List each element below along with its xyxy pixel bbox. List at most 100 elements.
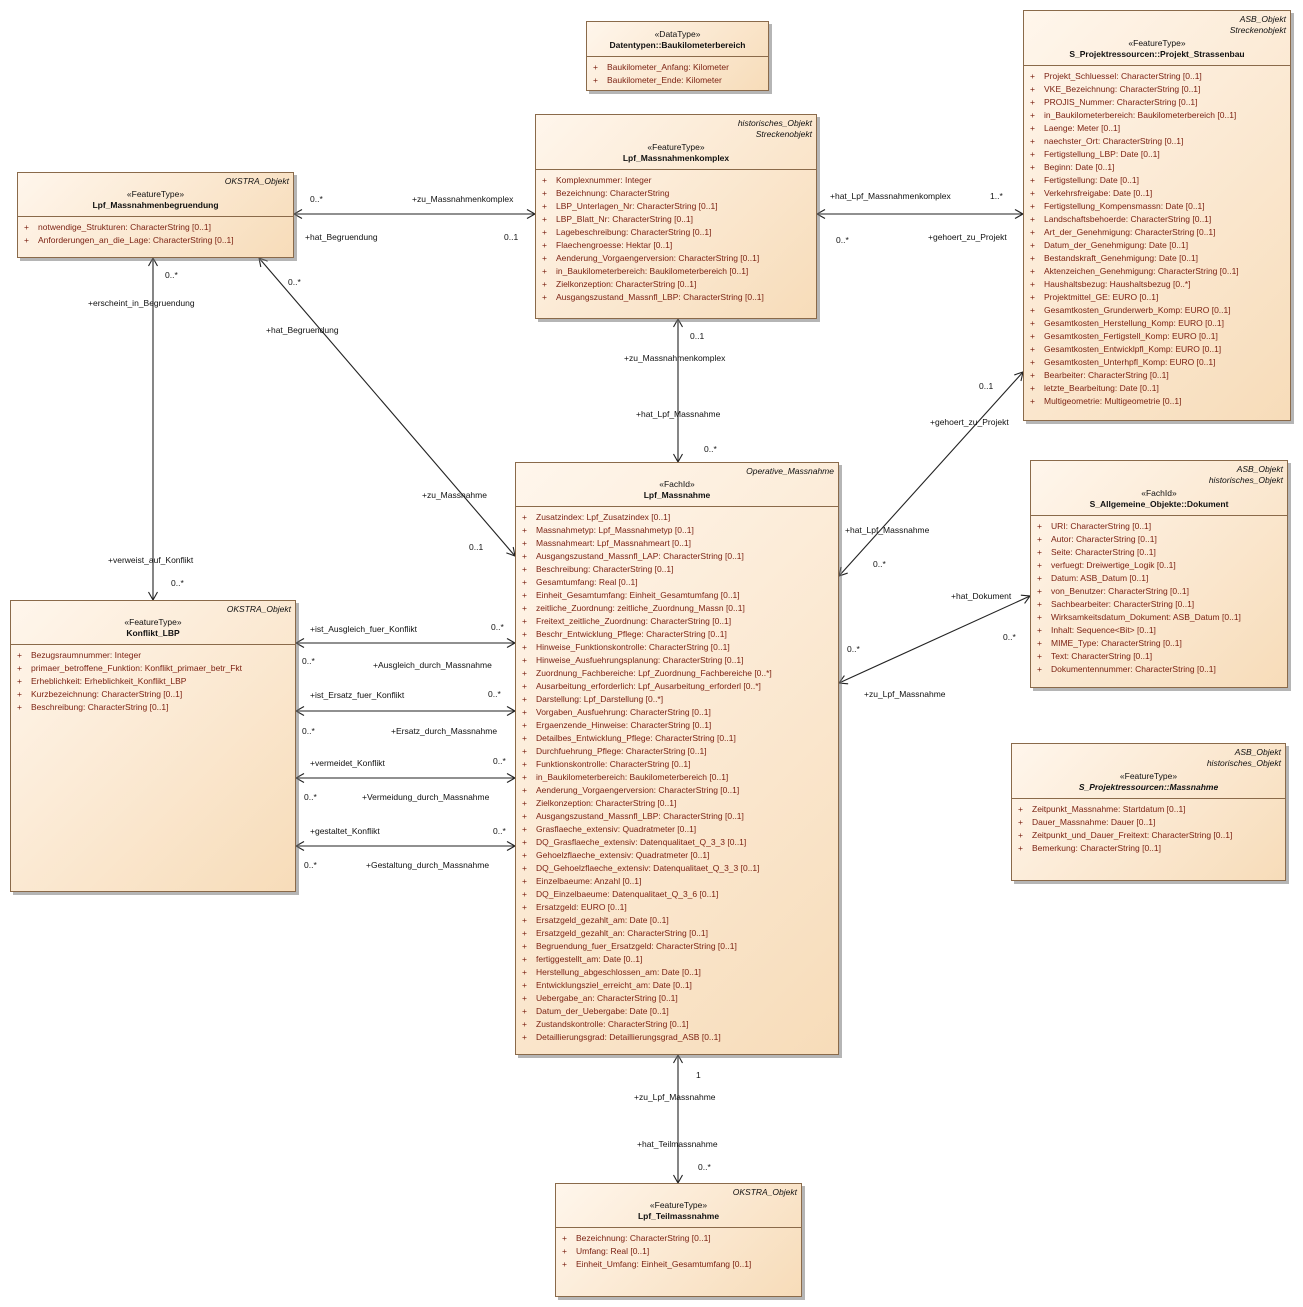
attribute-row: +Beschr_Entwicklung_Pflege: CharacterStr… — [522, 628, 834, 641]
attribute-text: Umfang: Real [0..1] — [576, 1246, 650, 1256]
attribute-text: Funktionskontrolle: CharacterString [0..… — [536, 759, 691, 769]
attribute-row: +Ersatzgeld: EURO [0..1] — [522, 901, 834, 914]
assoc-begruendung-massnahme — [258, 257, 516, 557]
visibility-marker: + — [522, 694, 527, 704]
visibility-marker: + — [522, 668, 527, 678]
attribute-text: URI: CharacterString [0..1] — [1051, 521, 1152, 531]
visibility-marker: + — [1030, 331, 1035, 341]
attribute-row: +von_Benutzer: CharacterString [0..1] — [1037, 585, 1283, 598]
attribute-list: +Baukilometer_Anfang: Kilometer+Baukilom… — [587, 57, 768, 91]
visibility-marker: + — [1018, 817, 1023, 827]
class-begruendung[interactable]: OKSTRA_Objekt«FeatureType»Lpf_Massnahmen… — [17, 172, 294, 258]
attribute-text: Seite: CharacterString [0..1] — [1051, 547, 1156, 557]
attribute-text: Einheit_Umfang: Einheit_Gesamtumfang [0.… — [576, 1259, 752, 1269]
visibility-marker: + — [522, 928, 527, 938]
visibility-marker: + — [1037, 651, 1042, 661]
class-parents: OKSTRA_Objekt — [15, 604, 291, 615]
attribute-text: Komplexnummer: Integer — [556, 175, 652, 185]
attribute-text: Fertigstellung_LBP: Date [0..1] — [1044, 149, 1160, 159]
attribute-row: + Zuordnung_Fachbereiche: Lpf_Zuordnung_F… — [522, 667, 834, 680]
visibility-marker: + — [1030, 240, 1035, 250]
visibility-marker: + — [542, 266, 547, 276]
attribute-row: +Haushaltsbezug: Haushaltsbezug [0..*] — [1030, 278, 1286, 291]
visibility-marker: + — [562, 1246, 567, 1256]
attribute-row: +Ersatzgeld_gezahlt_am: Date [0..1] — [522, 914, 834, 927]
visibility-marker: + — [522, 759, 527, 769]
assoc-konflikt-ersatz — [294, 706, 517, 716]
attribute-row: +Komplexnummer: Integer — [542, 174, 812, 187]
attribute-row: +Laenge: Meter [0..1] — [1030, 122, 1286, 135]
assoc-projekt-massnahme — [838, 371, 1024, 577]
visibility-marker: + — [1030, 227, 1035, 237]
attribute-text: Zeitpunkt_Massnahme: Startdatum [0..1] — [1032, 804, 1186, 814]
arrow-head-icon — [815, 209, 826, 219]
visibility-marker: + — [522, 837, 527, 847]
attribute-text: naechster_Ort: CharacterString [0..1] — [1044, 136, 1184, 146]
visibility-marker: + — [1030, 149, 1035, 159]
attribute-row: +verfuegt: Dreiwertige_Logik [0..1] — [1037, 559, 1283, 572]
attribute-text: Fertigstellung_Kompensmassn: Date [0..1] — [1044, 201, 1205, 211]
attribute-text: Einzelbaeume: Anzahl [0..1] — [536, 876, 642, 886]
attribute-row: +Ergaenzende_Hinweise: CharacterString [… — [522, 719, 834, 732]
class-massnahme[interactable]: Operative_Massnahme«FachId»Lpf_Massnahme… — [515, 462, 839, 1055]
attribute-row: +Text: CharacterString [0..1] — [1037, 650, 1283, 663]
visibility-marker: + — [522, 915, 527, 925]
arrow-head-icon — [838, 566, 848, 577]
attribute-row: +Zielkonzeption: CharacterString [0..1] — [542, 278, 812, 291]
class-name: S_Projektressourcen::Massnahme — [1078, 782, 1219, 792]
attribute-text: Fertigstellung: Date [0..1] — [1044, 175, 1139, 185]
attribute-row: +Grasflaeche_extensiv: Quadratmeter [0..… — [522, 823, 834, 836]
attribute-text: Anforderungen_an_die_Lage: CharacterStri… — [38, 235, 234, 245]
attribute-row: +Multigeometrie: Multigeometrie [0..1] — [1030, 395, 1286, 408]
attribute-row: +Zielkonzeption: CharacterString [0..1] — [522, 797, 834, 810]
class-name: S_Allgemeine_Objekte::Dokument — [1089, 499, 1229, 509]
class-baukilometerbereich[interactable]: «DataType»Datentypen::Baukilometerbereic… — [586, 21, 769, 91]
parent-class-label: historisches_Objekt — [1206, 758, 1281, 768]
attribute-row: +Ausgangszustand_Massnfl_LAP: CharacterS… — [522, 550, 834, 563]
class-teilmassnahme[interactable]: OKSTRA_Objekt«FeatureType»Lpf_Teilmassna… — [555, 1183, 802, 1297]
visibility-marker: + — [1030, 175, 1035, 185]
attribute-text: Dokumentennummer: CharacterString [0..1] — [1051, 664, 1216, 674]
assoc-komplex-massnahme — [673, 317, 683, 464]
attribute-row: +Massnahmetyp: Lpf_Massnahmetyp [0..1] — [522, 524, 834, 537]
attribute-list: +Komplexnummer: Integer+Bezeichnung: Cha… — [536, 170, 816, 308]
visibility-marker: + — [522, 1032, 527, 1042]
attribute-row: +naechster_Ort: CharacterString [0..1] — [1030, 135, 1286, 148]
attribute-row: +fertiggestellt_am: Date [0..1] — [522, 953, 834, 966]
attribute-text: Zuordnung_Fachbereiche: Lpf_Zuordnung_Fa… — [536, 668, 772, 678]
attribute-row: +Autor: CharacterString [0..1] — [1037, 533, 1283, 546]
attribute-text: Gesamtkosten_Entwicklpfl_Komp: EURO [0..… — [1044, 344, 1222, 354]
visibility-marker: + — [522, 564, 527, 574]
attribute-text: Detailbes_Entwicklung_Pflege: CharacterS… — [536, 733, 736, 743]
visibility-marker: + — [1030, 188, 1035, 198]
attribute-row: +Entwicklungsziel_erreicht_am: Date [0..… — [522, 979, 834, 992]
attribute-text: Gehoelzflaeche_extensiv: Quadratmeter [0… — [536, 850, 710, 860]
class-header: OKSTRA_Objekt«FeatureType»Lpf_Teilmassna… — [556, 1184, 801, 1228]
attribute-row: +Sachbearbeiter: CharacterString [0..1] — [1037, 598, 1283, 611]
visibility-marker: + — [1037, 612, 1042, 622]
attribute-row: +Gesamtkosten_Herstellung_Komp: EURO [0.… — [1030, 317, 1286, 330]
attribute-text: Landschaftsbehoerde: CharacterString [0.… — [1044, 214, 1212, 224]
attribute-row: +VKE_Bezeichnung: CharacterString [0..1] — [1030, 83, 1286, 96]
assoc-dokument-massnahme — [837, 594, 1032, 685]
assoc-konflikt-vermeidung — [294, 773, 517, 783]
attribute-row: +Zeitpunkt_und_Dauer_Freitext: Character… — [1018, 829, 1281, 842]
class-konflikt[interactable]: OKSTRA_Objekt«FeatureType»Konflikt_LBP+B… — [10, 600, 296, 892]
visibility-marker: + — [522, 707, 527, 717]
attribute-row: +Verkehrsfreigabe: Date [0..1] — [1030, 187, 1286, 200]
attribute-text: VKE_Bezeichnung: CharacterString [0..1] — [1044, 84, 1201, 94]
attribute-row: +in_Baukilometerbereich: Baukilometerber… — [522, 771, 834, 784]
parent-class-label: ASB_Objekt — [1236, 464, 1283, 474]
attribute-row: +Gesamtkosten_Entwicklpfl_Komp: EURO [0.… — [1030, 343, 1286, 356]
attribute-row: +Ausgangszustand_Massnfl_LBP: CharacterS… — [522, 810, 834, 823]
attribute-text: Art_der_Genehmigung: CharacterString [0.… — [1044, 227, 1216, 237]
attribute-text: Beschreibung: CharacterString [0..1] — [536, 564, 674, 574]
attribute-text: Projekt_Schluessel: CharacterString [0..… — [1044, 71, 1202, 81]
stereotype-label: «FeatureType» — [649, 1200, 708, 1210]
